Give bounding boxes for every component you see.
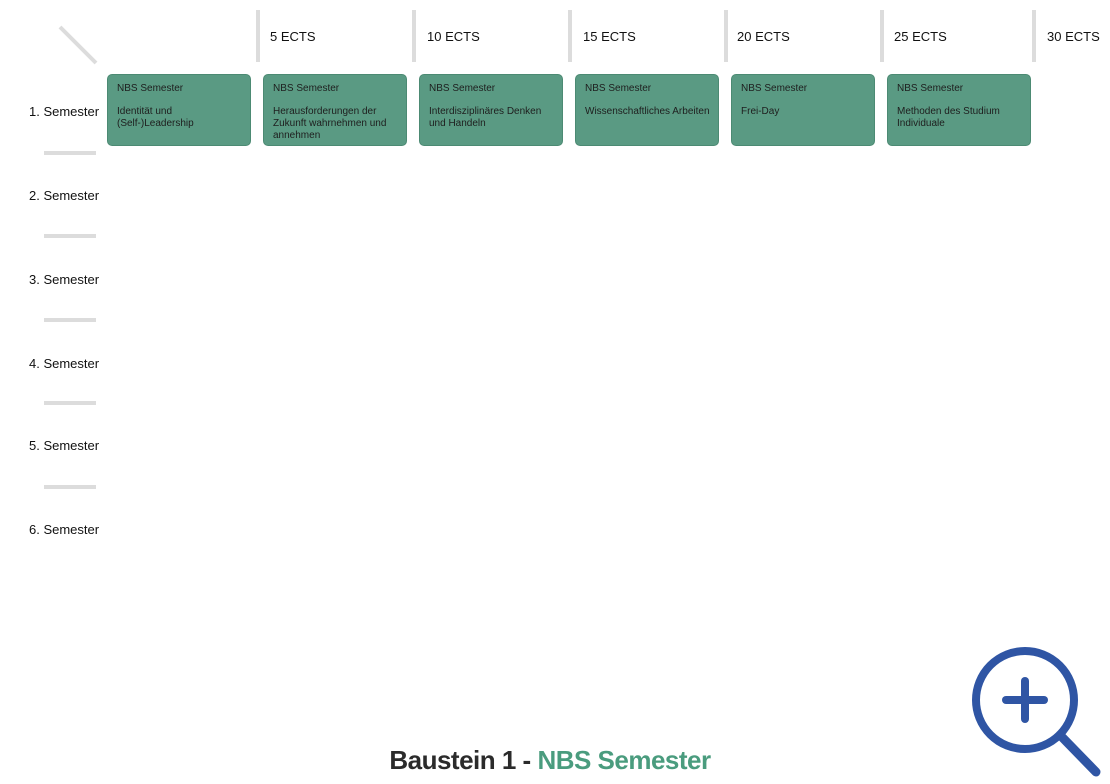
module-card-methoden[interactable]: NBS Semester Methoden des Studium Indivi…	[887, 74, 1031, 146]
zoom-in-icon	[972, 647, 1101, 777]
module-card-title: NBS Semester	[585, 83, 652, 94]
module-card-identitaet[interactable]: NBS Semester Identität und (Self-)Leader…	[107, 74, 251, 146]
column-header-30-ects: 30 ECTS	[1047, 29, 1100, 44]
module-card-title: NBS Semester	[429, 83, 496, 94]
module-card-title: NBS Semester	[741, 83, 808, 94]
semester-label-2: 2. Semester	[29, 188, 100, 203]
column-header-5-ects: 5 ECTS	[270, 29, 316, 44]
column-separator	[1032, 10, 1036, 62]
column-header-20-ects: 20 ECTS	[737, 29, 790, 44]
module-card-text: Wissenschaftliches Arbeiten	[585, 106, 710, 117]
row-separator	[44, 234, 96, 238]
semester-label-6: 6. Semester	[29, 522, 100, 537]
module-card-text: Interdisziplinäres Denken und Handeln	[429, 106, 542, 129]
module-card-text: Identität und (Self-)Leadership	[117, 106, 194, 129]
semester-label-1: 1. Semester	[29, 104, 100, 119]
module-card-text: Methoden des Studium Individuale	[897, 106, 1000, 129]
module-card-text: Herausforderungen der Zukunft wahrnehmen…	[273, 106, 387, 141]
column-header-25-ects: 25 ECTS	[894, 29, 947, 44]
column-header-10-ects: 10 ECTS	[427, 29, 480, 44]
row-separator	[44, 151, 96, 155]
column-header-15-ects: 15 ECTS	[583, 29, 636, 44]
page-title-highlight: NBS Semester	[537, 745, 711, 775]
zoom-in-button[interactable]	[968, 644, 1102, 778]
page-title: Baustein 1 - NBS Semester	[0, 745, 1100, 776]
module-card-title: NBS Semester	[897, 83, 964, 94]
row-separator	[44, 318, 96, 322]
module-card-wissenschaftlich[interactable]: NBS Semester Wissenschaftliches Arbeiten	[575, 74, 719, 146]
semester-label-4: 4. Semester	[29, 356, 100, 371]
module-card-text: Frei-Day	[741, 106, 780, 117]
module-card-frei-day[interactable]: NBS Semester Frei-Day	[731, 74, 875, 146]
column-separator	[724, 10, 728, 62]
grid-corner-diagonal	[58, 25, 98, 65]
row-separator	[44, 401, 96, 405]
row-separator	[44, 485, 96, 489]
module-card-herausforderungen[interactable]: NBS Semester Herausforderungen der Zukun…	[263, 74, 407, 146]
semester-label-5: 5. Semester	[29, 438, 100, 453]
column-separator	[256, 10, 260, 62]
module-card-interdisziplinaer[interactable]: NBS Semester Interdisziplinäres Denken u…	[419, 74, 563, 146]
module-card-title: NBS Semester	[273, 83, 340, 94]
column-separator	[568, 10, 572, 62]
column-separator	[880, 10, 884, 62]
column-separator	[412, 10, 416, 62]
semester-label-3: 3. Semester	[29, 272, 100, 287]
page-title-prefix: Baustein 1 -	[389, 745, 538, 775]
module-card-title: NBS Semester	[117, 83, 184, 94]
